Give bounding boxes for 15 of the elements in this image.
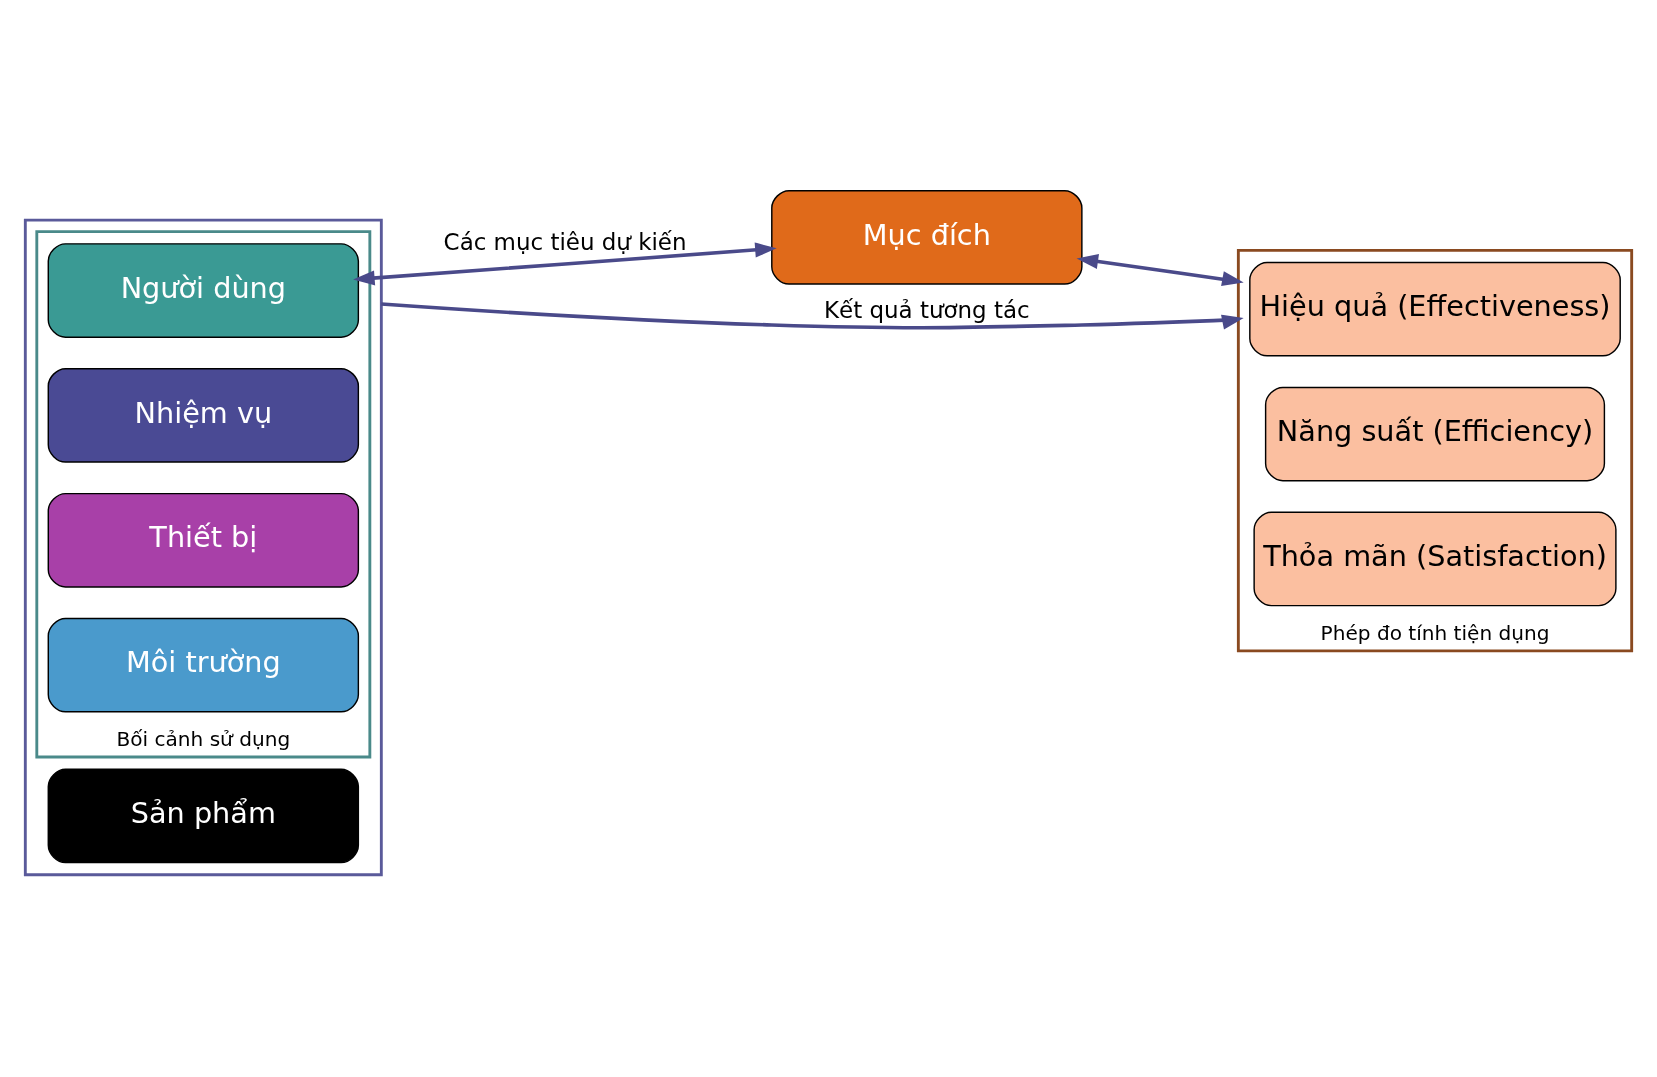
- arrow: [1076, 254, 1244, 287]
- edge-label: Kết quả tương tác: [824, 296, 1030, 323]
- cluster: [23, 218, 383, 877]
- edge-label: Các mục tiêu dự kiến: [443, 229, 687, 256]
- node-box: Mục đích: [771, 190, 1083, 285]
- node-box: Thỏa mãn (Satisfaction): [1253, 511, 1617, 607]
- node-box: Môi trường: [47, 617, 360, 713]
- node-box: Nhiệm vụ: [47, 368, 360, 463]
- node-box: Sản phẩm: [47, 768, 360, 864]
- node-box: Năng suất (Efficiency): [1264, 386, 1606, 482]
- arrow: [353, 242, 777, 286]
- node-box: Thiết bị: [47, 492, 360, 588]
- node-box: Hiệu quả (Effectiveness): [1249, 261, 1621, 357]
- node-box: Người dùng: [47, 243, 360, 338]
- arrow: [381, 302, 1244, 330]
